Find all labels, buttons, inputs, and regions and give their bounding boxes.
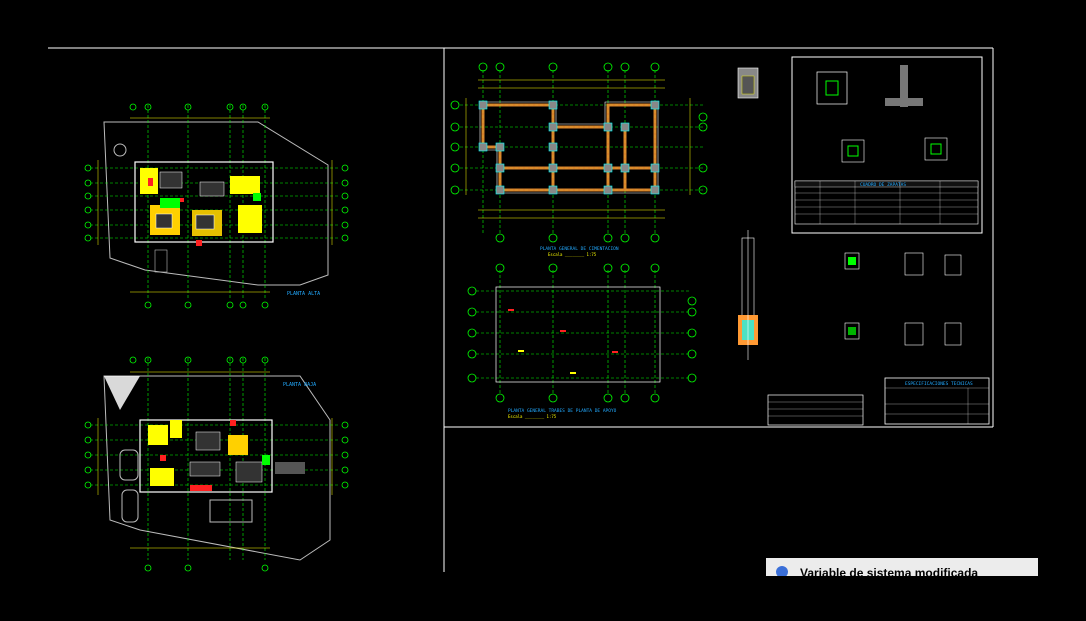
info-icon xyxy=(776,566,788,576)
beam-plan-title: PLANTA GENERAL TRABES DE PLANTA DE APOYO xyxy=(508,408,617,414)
footing-schedule: CUADRO DE ZAPATAS xyxy=(791,56,983,234)
notification-text: Variable de sistema modificada xyxy=(800,566,979,576)
title-block-heading: ESPECIFICACIONES TECNICAS xyxy=(905,381,973,387)
beam-plan: PLANTA GENERAL TRABES DE PLANTA DE APOYO… xyxy=(467,263,697,419)
upper-plan-title: PLANTA ALTA xyxy=(287,291,320,297)
system-variable-notification[interactable]: Variable de sistema modificada xyxy=(766,558,1038,576)
schedule-title: CUADRO DE ZAPATAS xyxy=(860,182,906,188)
beam-plan-scale: Escala ________ 1:75 xyxy=(508,414,557,419)
lower-plan-title: PLANTA BAJA xyxy=(283,382,316,388)
viewport-borders xyxy=(48,47,994,572)
details-area xyxy=(737,67,962,360)
foundation-scale: Escala ________ 1:75 xyxy=(548,252,597,257)
title-block: ESPECIFICACIONES TECNICAS xyxy=(767,377,990,426)
upper-floor-plan: PLANTA ALTA xyxy=(84,103,349,309)
foundation-title: PLANTA GENERAL DE CIMENTACION xyxy=(540,246,619,252)
foundation-plan: PLANTA GENERAL DE CIMENTACION Escala ___… xyxy=(450,62,708,257)
lower-floor-plan: PLANTA BAJA xyxy=(84,356,349,572)
